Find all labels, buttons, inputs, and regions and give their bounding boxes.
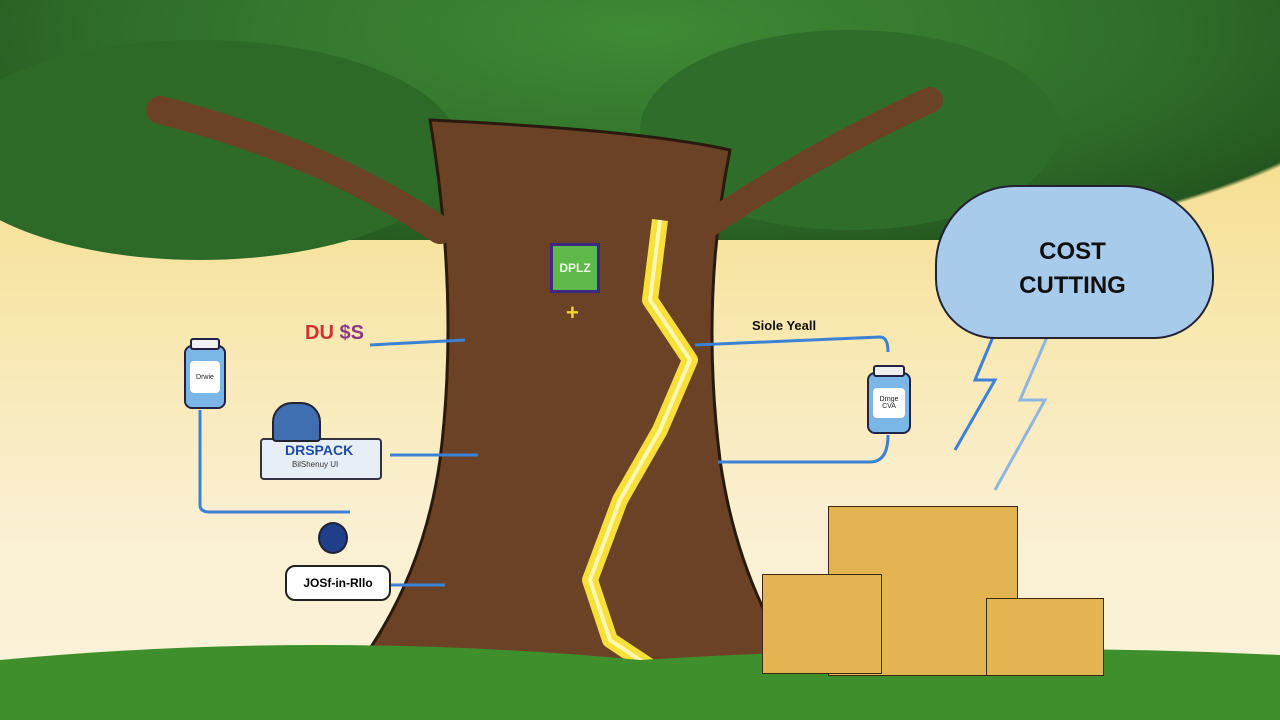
dispensary-machine bbox=[260, 438, 382, 480]
right-line-label: Siole Yeall bbox=[752, 318, 817, 333]
flask-label: JOSf-in-Rllo bbox=[285, 565, 391, 601]
medicine-jar-right: Drnge CVA bbox=[867, 365, 911, 434]
logo-text: DU $S bbox=[305, 322, 364, 345]
cloud-text-cost: COST bbox=[1039, 238, 1106, 265]
cloud-text-cutting: CUTTING bbox=[1019, 272, 1126, 299]
trunk-sign: DPLZ bbox=[550, 243, 600, 293]
dispensary-sign: DRSPACK bbox=[285, 442, 354, 458]
jar-label: Drwie bbox=[190, 361, 220, 393]
medicine-jar-left: Drwie bbox=[184, 338, 226, 409]
dispensary-dome bbox=[272, 402, 321, 442]
storm-cloud bbox=[935, 185, 1214, 339]
dispensary-sub: BilShenuy UI bbox=[292, 460, 339, 469]
logo-dollar: $S bbox=[339, 322, 364, 344]
jar-cap bbox=[873, 365, 905, 377]
tree-foliage-left bbox=[0, 40, 460, 260]
plus-icon: + bbox=[566, 300, 579, 325]
jar-label: Drnge CVA bbox=[873, 388, 905, 418]
jar-cap bbox=[190, 338, 220, 350]
logo-du: DU bbox=[305, 322, 334, 344]
flask-icon bbox=[318, 522, 348, 554]
